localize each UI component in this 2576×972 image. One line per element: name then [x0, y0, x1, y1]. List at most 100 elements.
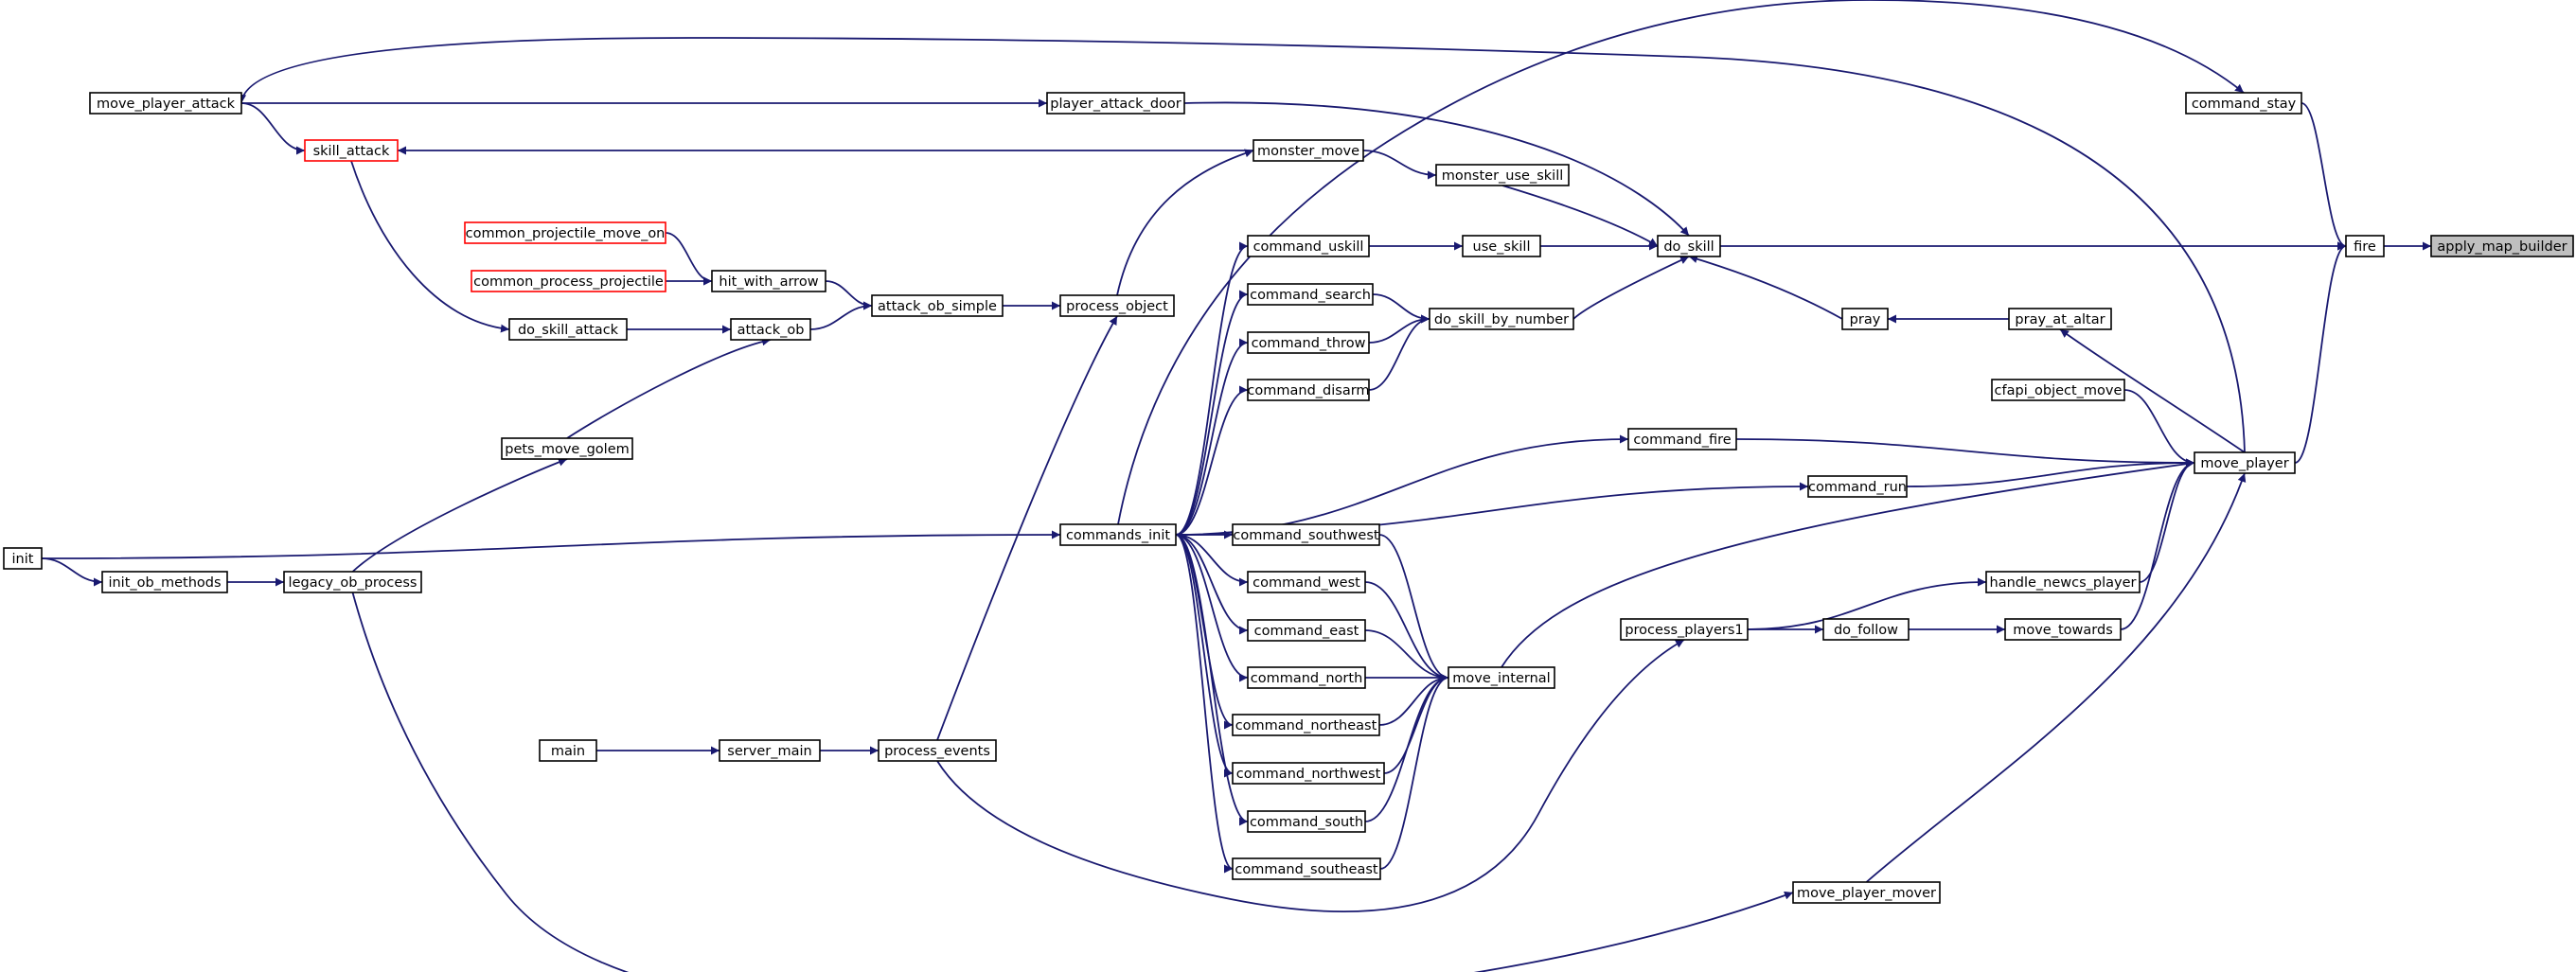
node-move_towards[interactable]: move_towards	[2004, 618, 2122, 641]
node-label: main	[551, 744, 585, 759]
node-command_east[interactable]: command_east	[1247, 619, 1366, 642]
node-command_fire[interactable]: command_fire	[1627, 428, 1737, 451]
node-process_events[interactable]: process_events	[878, 739, 997, 762]
node-box	[1462, 235, 1541, 257]
node-box	[471, 270, 666, 292]
node-command_south[interactable]: command_south	[1247, 810, 1366, 833]
node-label: pets_move_golem	[505, 442, 630, 457]
node-command_southwest[interactable]: command_southwest	[1232, 523, 1380, 546]
node-label: do_skill_attack	[518, 323, 619, 338]
node-monster_use_skill[interactable]: monster_use_skill	[1435, 164, 1570, 186]
node-handle_newcs_player[interactable]: handle_newcs_player	[1985, 571, 2141, 593]
node-command_search[interactable]: command_search	[1247, 283, 1374, 306]
node-move_player[interactable]: move_player	[2194, 451, 2296, 474]
node-process_players1[interactable]: process_players1	[1620, 618, 1749, 641]
node-command_northeast[interactable]: command_northeast	[1232, 714, 1380, 736]
node-label: command_stay	[2192, 97, 2297, 112]
node-label: init_ob_methods	[108, 575, 221, 591]
node-box	[1435, 164, 1570, 186]
node-box	[1448, 666, 1555, 689]
node-player_attack_door[interactable]: player_attack_door	[1046, 92, 1185, 115]
node-do_skill_by_number[interactable]: do_skill_by_number	[1429, 308, 1574, 330]
node-box	[1232, 714, 1380, 736]
node-box	[1247, 619, 1366, 642]
node-commands_init[interactable]: commands_init	[1059, 523, 1177, 546]
edge-command_south-to-move_internal	[1364, 673, 1449, 822]
edge-handle_newcs_player-to-move_player	[2139, 458, 2195, 583]
node-box	[878, 739, 997, 762]
node-init[interactable]: init	[3, 547, 43, 570]
node-move_player_attack[interactable]: move_player_attack	[89, 92, 242, 115]
edge-move_player-to-fire	[2294, 241, 2347, 464]
node-common_process_projectile[interactable]: common_process_projectile	[471, 270, 666, 292]
edge-command_run-to-move_player	[1906, 458, 2195, 487]
edge-commands_init-to-command_east	[1175, 534, 1249, 635]
edge-monster_move-to-monster_use_skill	[1362, 150, 1437, 180]
node-label: move_internal	[1452, 671, 1550, 686]
node-main[interactable]: main	[539, 739, 597, 762]
node-server_main[interactable]: server_main	[719, 739, 821, 762]
node-process_object[interactable]: process_object	[1059, 294, 1175, 317]
node-label: fire	[2354, 239, 2376, 255]
node-do_follow[interactable]: do_follow	[1822, 618, 1910, 641]
node-command_throw[interactable]: command_throw	[1247, 331, 1370, 354]
node-pray_at_altar[interactable]: pray_at_altar	[2008, 308, 2112, 330]
edge-command_east-to-move_internal	[1364, 629, 1449, 682]
node-command_stay[interactable]: command_stay	[2185, 92, 2302, 115]
node-pets_move_golem[interactable]: pets_move_golem	[501, 437, 633, 460]
node-command_southeast[interactable]: command_southeast	[1232, 857, 1381, 880]
node-monster_move[interactable]: monster_move	[1252, 139, 1364, 162]
node-common_projectile_move_on[interactable]: common_projectile_move_on	[464, 221, 666, 244]
node-box	[304, 139, 399, 162]
node-box	[719, 739, 821, 762]
edge-commands_init-to-command_throw	[1175, 338, 1249, 536]
node-command_run[interactable]: command_run	[1807, 475, 1908, 498]
node-box	[1822, 618, 1910, 641]
node-box	[1232, 857, 1381, 880]
node-command_disarm[interactable]: command_disarm	[1247, 379, 1370, 401]
node-skill_attack[interactable]: skill_attack	[304, 139, 399, 162]
node-box	[1429, 308, 1574, 330]
node-label: attack_ob_simple	[878, 299, 997, 314]
node-init_ob_methods[interactable]: init_ob_methods	[101, 571, 228, 593]
node-label: move_player_mover	[1797, 886, 1936, 901]
node-box	[1232, 523, 1380, 546]
node-move_internal[interactable]: move_internal	[1448, 666, 1555, 689]
node-box	[2185, 92, 2302, 115]
node-command_north[interactable]: command_north	[1247, 666, 1366, 689]
edge-commands_init-to-command_west	[1175, 534, 1249, 587]
node-label: move_towards	[2013, 623, 2113, 638]
node-box	[1247, 283, 1374, 306]
node-move_player_mover[interactable]: move_player_mover	[1792, 881, 1941, 904]
node-label: process_events	[884, 744, 990, 759]
node-label: command_north	[1251, 671, 1363, 686]
node-apply_map_builder[interactable]: apply_map_builder	[2430, 235, 2574, 257]
edge-move_player_mover-to-move_player	[1865, 472, 2247, 883]
node-hit_with_arrow[interactable]: hit_with_arrow	[711, 270, 826, 292]
edge-init-to-init_ob_methods	[41, 557, 103, 587]
node-label: command_search	[1250, 288, 1371, 303]
node-box	[1232, 762, 1385, 785]
edge-common_projectile_move_on-to-hit_with_arrow	[665, 232, 713, 286]
node-command_uskill[interactable]: command_uskill	[1247, 235, 1370, 257]
node-attack_ob_simple[interactable]: attack_ob_simple	[871, 294, 1004, 317]
node-command_west[interactable]: command_west	[1247, 571, 1366, 593]
node-command_northwest[interactable]: command_northwest	[1232, 762, 1385, 785]
edge-move_towards-to-move_player	[2120, 458, 2195, 630]
node-cfapi_object_move[interactable]: cfapi_object_move	[1991, 379, 2125, 401]
node-box	[89, 92, 242, 115]
node-label: cfapi_object_move	[1995, 383, 2123, 398]
node-use_skill[interactable]: use_skill	[1462, 235, 1541, 257]
edge-pets_move_golem-to-attack_ob	[566, 337, 772, 439]
node-label: commands_init	[1066, 528, 1170, 543]
node-attack_ob[interactable]: attack_ob	[730, 318, 811, 341]
edge-process_events-to-process_players1	[936, 639, 1685, 913]
node-do_skill_attack[interactable]: do_skill_attack	[508, 318, 628, 341]
node-pray[interactable]: pray	[1841, 308, 1889, 330]
node-label: command_disarm	[1247, 383, 1369, 398]
node-do_skill[interactable]: do_skill	[1657, 235, 1721, 257]
node-box	[539, 739, 597, 762]
node-fire[interactable]: fire	[2345, 235, 2385, 257]
node-box	[2430, 235, 2574, 257]
node-legacy_ob_process[interactable]: legacy_ob_process	[283, 571, 422, 593]
